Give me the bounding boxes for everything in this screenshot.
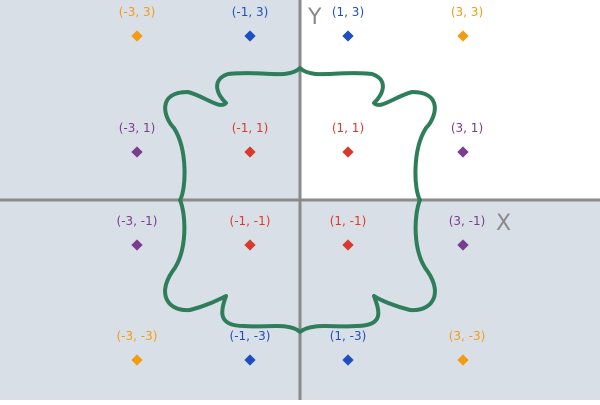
point-marker	[244, 146, 256, 158]
point-label: (1, 1)	[332, 121, 364, 135]
point-label: (1, 3)	[332, 5, 364, 19]
point-label: (3, 1)	[451, 121, 483, 135]
point-marker	[131, 354, 143, 366]
point-marker	[131, 239, 143, 251]
point-label: (3, -3)	[449, 329, 486, 343]
point-marker	[244, 239, 256, 251]
first-quadrant-highlight	[300, 0, 600, 200]
point-label: (-3, 1)	[119, 121, 156, 135]
closed-curve	[163, 66, 437, 334]
point-marker	[342, 146, 354, 158]
point-label: (-3, 3)	[119, 5, 156, 19]
y-axis-label: Y	[307, 5, 322, 30]
point-label: (-1, -1)	[230, 214, 271, 228]
point-label: (3, -1)	[449, 214, 486, 228]
point-marker	[342, 239, 354, 251]
point-label: (-3, -3)	[117, 329, 158, 343]
point-marker	[457, 239, 469, 251]
point-label: (1, -1)	[330, 214, 367, 228]
point-marker	[131, 146, 143, 158]
x-axis-label: X	[496, 211, 511, 236]
point-marker	[457, 146, 469, 158]
points-layer: (-3, 3) (-1, 3) (1, 3) (3, 3) (-3, 1) (-1, 1)…	[117, 5, 486, 366]
point-marker	[244, 354, 256, 366]
point-marker	[342, 354, 354, 366]
point-label: (-1, 1)	[232, 121, 269, 135]
point-label: (1, -3)	[330, 329, 367, 343]
point-label: (-1, 3)	[232, 5, 269, 19]
point-label: (3, 3)	[451, 5, 483, 19]
point-label: (-1, -3)	[230, 329, 271, 343]
point-label: (-3, -1)	[117, 214, 158, 228]
point-marker	[457, 354, 469, 366]
